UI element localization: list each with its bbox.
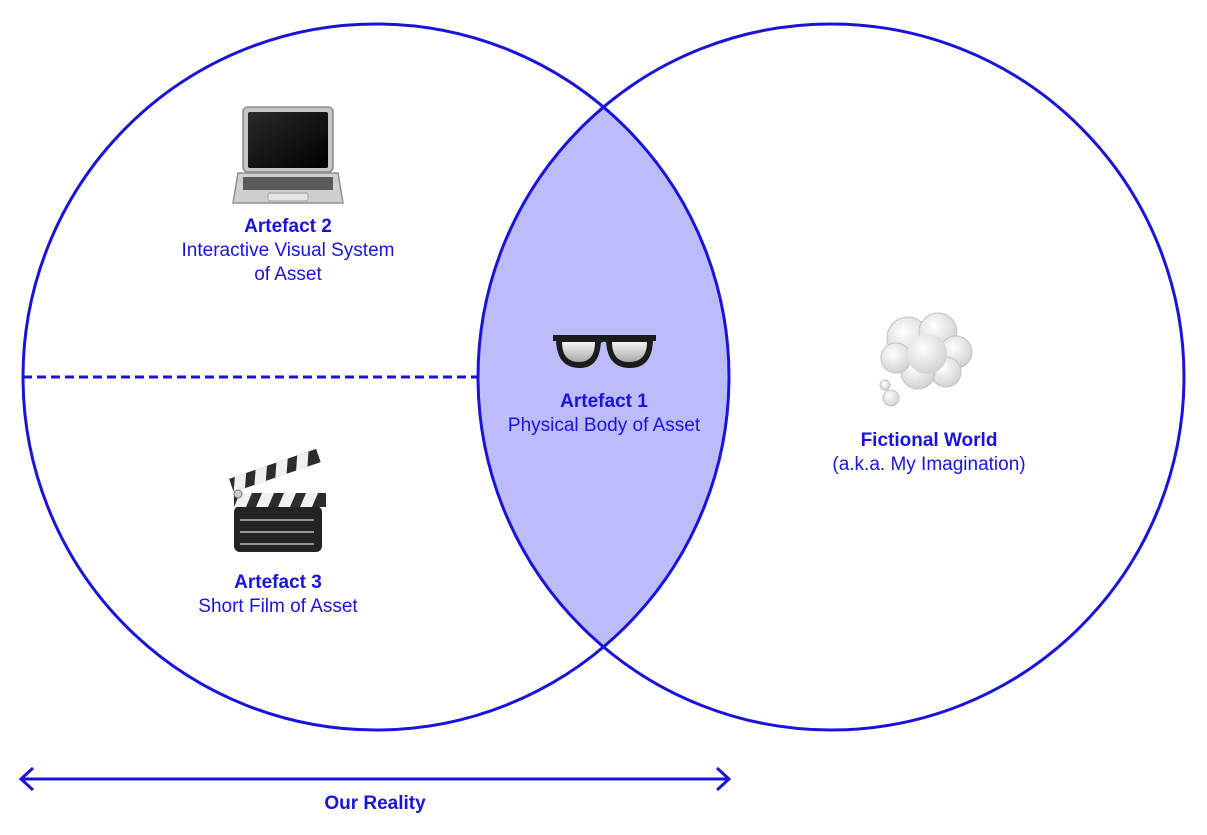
artefact-1-label: Artefact 1 Physical Body of Asset	[454, 390, 754, 438]
fictional-world-label: Fictional World (a.k.a. My Imagination)	[779, 429, 1079, 477]
fictional-world-title: Fictional World	[860, 430, 998, 451]
artefact-2-subtitle-line2: of Asset	[254, 264, 322, 285]
sunglasses-icon	[553, 335, 656, 368]
fictional-world-subtitle: (a.k.a. My Imagination)	[832, 454, 1026, 475]
artefact-2-label: Artefact 2 Interactive Visual System of …	[138, 215, 438, 287]
artefact-3-label: Artefact 3 Short Film of Asset	[128, 571, 428, 619]
artefact-1-title: Artefact 1	[560, 391, 648, 412]
artefact-3-title: Artefact 3	[234, 572, 322, 593]
intersection-region	[478, 24, 729, 730]
artefact-2-title: Artefact 2	[244, 216, 332, 237]
artefact-3-subtitle: Short Film of Asset	[198, 596, 358, 617]
laptop-icon	[232, 106, 344, 204]
artefact-2-subtitle-line1: Interactive Visual System	[181, 240, 395, 261]
clapperboard-icon	[229, 448, 326, 552]
our-reality-label: Our Reality	[324, 793, 426, 814]
thought-cloud-icon	[879, 312, 973, 407]
reality-arrow	[18, 766, 732, 792]
artefact-1-subtitle: Physical Body of Asset	[507, 415, 701, 436]
